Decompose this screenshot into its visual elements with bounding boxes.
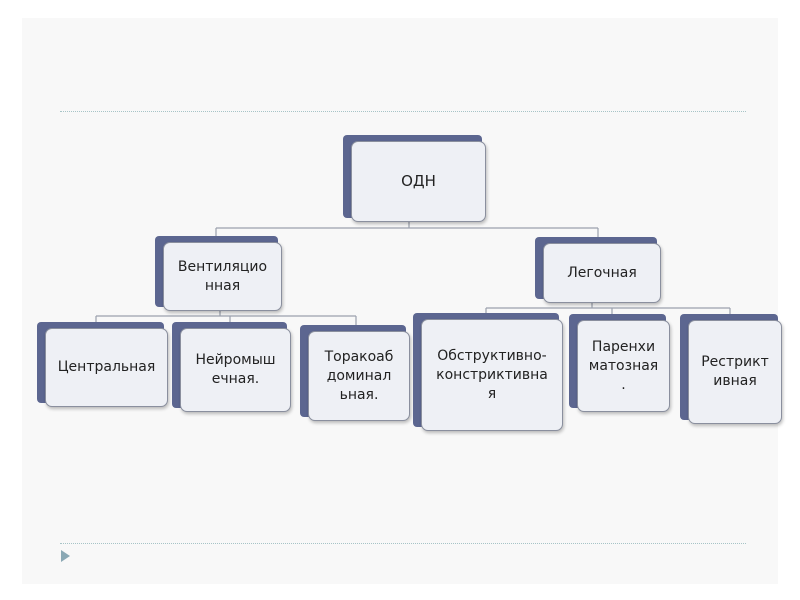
top-divider — [60, 111, 746, 112]
node-ventilation: Вентиляцио нная — [155, 236, 282, 311]
node-label: Торакоаб доминал ьная. — [324, 348, 394, 403]
node-restrictive: Рестрикт ивная — [680, 314, 782, 424]
node-label: Центральная — [57, 359, 156, 375]
node-label: ОДН — [401, 172, 436, 190]
node-label: Рестрикт ивная — [701, 354, 769, 389]
node-label: Паренхи матозная . — [588, 338, 659, 393]
connector-root — [215, 218, 599, 240]
node-pulmonary: Легочная — [535, 237, 661, 303]
node-central: Центральная — [37, 322, 168, 407]
node-neuromuscular: Нейромыш ечная. — [172, 322, 291, 412]
bottom-divider — [60, 543, 746, 544]
node-label: Вентиляцио нная — [177, 258, 268, 294]
node-obstructive-constrictive: Обструктивно- констриктивна я — [413, 313, 563, 431]
node-root-odn: ОДН — [343, 135, 486, 222]
node-parenchymatous: Паренхи матозная . — [569, 314, 670, 412]
triangle-bullet-icon — [61, 550, 70, 562]
node-label: Обструктивно- констриктивна я — [436, 347, 548, 402]
node-label: Нейромыш ечная. — [195, 352, 276, 387]
node-label: Легочная — [567, 264, 637, 281]
connector-pulmonary — [485, 300, 731, 316]
node-thoracoabdominal: Торакоаб доминал ьная. — [300, 325, 410, 421]
connector-ventilation — [95, 307, 357, 327]
